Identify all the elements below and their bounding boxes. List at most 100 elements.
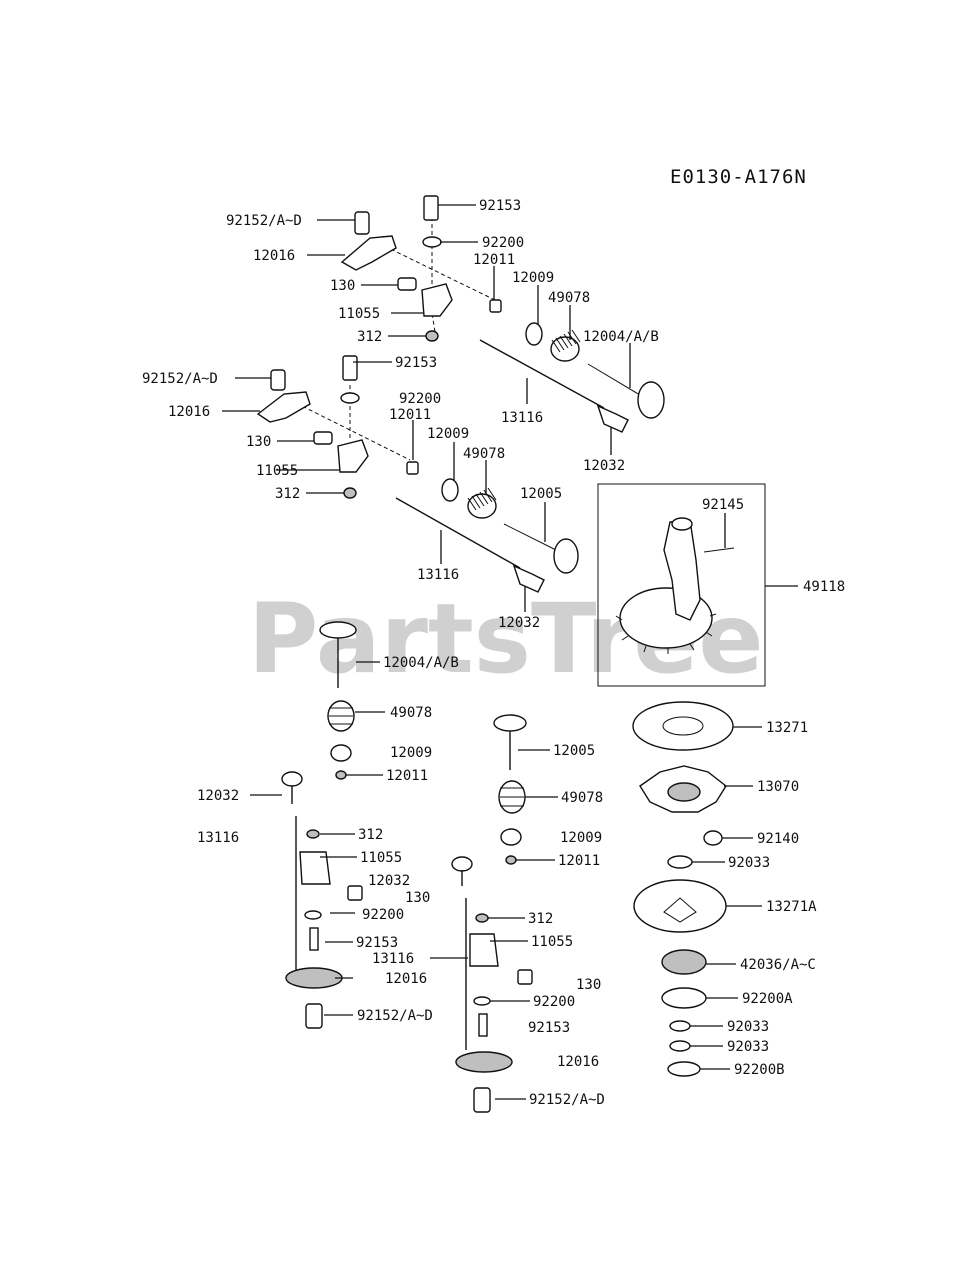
label-92153-d: 92153 (528, 1020, 570, 1036)
ring-92033-a (667, 855, 693, 869)
label-12016-b: 12016 (168, 404, 210, 420)
label-12032-b: 12032 (498, 615, 540, 631)
label-42036: 42036/A~C (740, 957, 816, 973)
label-12016-a: 12016 (253, 248, 295, 264)
retainer-12009-c (330, 744, 352, 762)
valve-12005-b (553, 538, 579, 574)
bolt-92153-a (423, 195, 439, 221)
lifter-12032-b (512, 564, 545, 593)
label-12009-a: 12009 (512, 270, 554, 286)
label-12016-c: 12016 (385, 971, 427, 987)
label-130-b: 130 (246, 434, 271, 450)
bolt-130-c (347, 885, 363, 901)
label-13271A: 13271A (766, 899, 817, 915)
spring-92145 (703, 547, 735, 553)
label-92152-b: 92152/A~D (142, 371, 218, 387)
sleeve-42036 (661, 949, 707, 975)
label-92200-b: 92200 (399, 391, 441, 407)
label-92033-b: 92033 (727, 1019, 769, 1035)
label-92200A: 92200A (742, 991, 793, 1007)
label-49078-d: 49078 (561, 790, 603, 806)
label-13116-b: 13116 (417, 567, 459, 583)
label-11055-d: 11055 (531, 934, 573, 950)
rocker-arm-12016-a (340, 235, 397, 271)
washer-92200-d (473, 996, 491, 1006)
label-92033-a: 92033 (728, 855, 770, 871)
washer-92200B (667, 1061, 701, 1077)
label-11055-a: 11055 (338, 306, 380, 322)
retainer-12009-a (525, 322, 543, 346)
nut-312-b (343, 487, 357, 499)
label-92152-c: 92152/A~D (357, 1008, 433, 1024)
lifter-12032-d (451, 856, 473, 872)
label-49078-c: 49078 (390, 705, 432, 721)
spring-49078-a (551, 329, 581, 353)
label-12032-a: 12032 (583, 458, 625, 474)
washer-92200-b (340, 392, 360, 404)
ball-92140 (703, 830, 723, 846)
label-130-a: 130 (330, 278, 355, 294)
label-12011-d: 12011 (558, 853, 600, 869)
label-13271: 13271 (766, 720, 808, 736)
label-13116-d: 13116 (372, 951, 414, 967)
pin-92152-c (305, 1003, 323, 1029)
rocker-arm-12016-d (455, 1051, 513, 1073)
push-rod-13116-b (395, 497, 521, 569)
label-12011-a: 12011 (473, 252, 515, 268)
label-12032-c: 12032 (197, 788, 239, 804)
lifter-12032-a (596, 404, 629, 433)
label-11055-c: 11055 (360, 850, 402, 866)
nut-312-d (475, 913, 489, 923)
washer-92200-c (304, 910, 322, 920)
assembly-lower-middle (430, 714, 558, 1113)
label-312-c: 312 (358, 827, 383, 843)
bolt-92153-b (342, 355, 358, 381)
pin-92152-a (354, 211, 370, 235)
label-130-c: 130 (405, 890, 430, 906)
seal-12011-c (335, 770, 347, 780)
assembly-upper-b (222, 355, 579, 612)
label-12009-c: 12009 (390, 745, 432, 761)
assembly-upper-a (307, 195, 665, 455)
label-92033-c: 92033 (727, 1039, 769, 1055)
valve-12005-d (493, 714, 527, 732)
assembly-lower-left (250, 621, 385, 1029)
label-92200-c: 92200 (362, 907, 404, 923)
rocker-arm-12016-c (285, 967, 343, 989)
pin-92152-b (270, 369, 286, 391)
diagram-code: E0130-A176N (670, 166, 807, 188)
label-92145: 92145 (702, 497, 744, 513)
label-92152-a: 92152/A~D (226, 213, 302, 229)
nut-312-a (425, 330, 439, 342)
label-130-d: 130 (576, 977, 601, 993)
washer-92200A (661, 987, 707, 1009)
seal-12011-b (406, 461, 419, 475)
label-92153-a: 92153 (479, 198, 521, 214)
governor-assembly (632, 701, 762, 1077)
label-49118: 49118 (803, 579, 845, 595)
part-labels: 92153 92152/A~D 92200 12016 12011 12009 … (142, 198, 845, 1108)
label-49078-a: 49078 (548, 290, 590, 306)
label-12004-c: 12004/A/B (383, 655, 459, 671)
ring-92033-b (669, 1020, 691, 1032)
label-12005-b: 12005 (520, 486, 562, 502)
nut-312-c (306, 829, 320, 839)
plate-13271 (632, 701, 734, 751)
push-rod-13116-a (479, 339, 605, 409)
label-92200B: 92200B (734, 1062, 785, 1078)
label-12011-c: 12011 (386, 768, 428, 784)
label-12004-a: 12004/A/B (583, 329, 659, 345)
pin-92152-d (473, 1087, 491, 1113)
label-92200-d: 92200 (533, 994, 575, 1010)
label-12011-b: 12011 (389, 407, 431, 423)
bolt-130-b (313, 431, 333, 445)
plate-13271A (633, 879, 727, 933)
bolt-92153-c (309, 927, 319, 951)
lifter-12032-c (281, 771, 303, 787)
label-13116-a: 13116 (501, 410, 543, 426)
label-13116-c: 13116 (197, 830, 239, 846)
label-11055-b: 11055 (256, 463, 298, 479)
bracket-11055-c (299, 851, 331, 885)
label-12009-d: 12009 (560, 830, 602, 846)
